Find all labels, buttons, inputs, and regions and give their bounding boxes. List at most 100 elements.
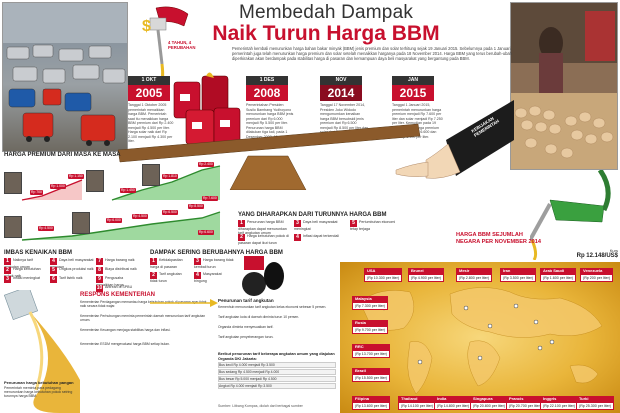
country-arab-saudi: Arab Saudi(Rp 1.600 per liter) xyxy=(540,268,576,282)
dampak-heading: DAMPAK SERING BERUBAHNYA HARGA BBM xyxy=(150,250,283,256)
respons-heading: RESPONS KEMENTERIAN xyxy=(80,292,156,298)
country-price: (Rp 25.300 per liter) xyxy=(576,402,614,410)
country-price: (Rp 200 per liter) xyxy=(580,274,613,282)
price-bubble: Rp 6.500 xyxy=(162,210,178,215)
respons-left: Kementerian Perdagangan memantau harga k… xyxy=(80,300,212,370)
num-badge: 7 xyxy=(96,258,103,265)
respons-item: Kementerian ESDM mengevaluasi harga BBM … xyxy=(80,342,170,346)
country-turki: Turki(Rp 25.300 per liter) xyxy=(576,396,614,410)
country-name: Rusia xyxy=(352,320,388,326)
timeline-text: Tanggal 1 Oktober 2005 pemerintah menaik… xyxy=(128,103,174,143)
country-price: (Rp 2.800 per liter) xyxy=(456,274,492,282)
oil-splash xyxy=(340,262,620,413)
dampak-item-text: Harga barang tidak kembali turun xyxy=(194,258,234,269)
num-badge: 2 xyxy=(238,234,245,241)
country-price: (Rp 22.100 per liter) xyxy=(540,402,578,410)
tarif-item: Tarif angkutan kota di daerah diminta tu… xyxy=(218,315,300,319)
price-bubble: Rp 1.150 xyxy=(68,174,84,179)
price-bubble: Rp 7.600 xyxy=(202,196,218,201)
expected-heading: YANG DIHARAPKAN DARI TURUNNYA HARGA BBM xyxy=(238,212,387,218)
market-photo xyxy=(510,2,618,170)
president-portrait-soeharto xyxy=(4,172,22,194)
oil-barrels-icon xyxy=(173,72,241,145)
country-price: (Rp 20.800 per liter) xyxy=(470,402,508,410)
timeline-year: 2015 xyxy=(392,85,434,101)
country-filipina: Filipina(Rp 13.600 per liter) xyxy=(352,396,390,410)
country-price: (Rp 15.500 per liter) xyxy=(352,374,390,382)
country-name: Filipina xyxy=(352,396,390,402)
kurs-label: Kurs xyxy=(609,248,618,253)
timeline-year: 2008 xyxy=(246,85,288,101)
bottom-item: Bus kecil Rp 4.000 menjadi Rp 3.500 xyxy=(218,362,336,369)
timeline-tab: NOV xyxy=(320,76,362,85)
country-prancis: Prancis(Rp 20.700 per liter) xyxy=(506,396,544,410)
president-portrait-habibie xyxy=(86,170,104,192)
country-price: (Rp 14.100 per liter) xyxy=(398,402,436,410)
num-badge: 3 xyxy=(4,276,11,283)
president-portrait-megawati xyxy=(4,216,22,238)
bottom-heading: Berikut penurunan tarif beberapa angkuta… xyxy=(218,352,335,361)
expected-item-text: Penurunan harga BBM diharapkan dapat men… xyxy=(238,220,287,236)
dollar-icon: $ xyxy=(142,18,151,35)
imbas-item-text: Antrean di SPBU xyxy=(105,285,133,289)
country-brunei: Brunei(Rp 4.900 per liter) xyxy=(408,268,444,282)
imbas-item-text: Inflasi meningkat xyxy=(13,276,40,280)
num-badge: 3 xyxy=(194,258,201,265)
dampak-item-text: Masyarakat bingung xyxy=(194,272,222,283)
dampak-item-text: Ketidakpastian harga di pasaran xyxy=(150,258,183,269)
country-name: Iran xyxy=(500,268,536,274)
country-name: Brazil xyxy=(352,368,390,374)
premium-history-chart: Rp 700 Rp 1.000 Rp 1.150 Rp 1.450 Rp 1.8… xyxy=(2,160,230,246)
expected-item-text: Harga kebutuhan pokok di pasaran dapat i… xyxy=(238,234,289,245)
timeline-tab: 1 OKT xyxy=(128,76,170,85)
oil-pour-illustration xyxy=(3,290,80,413)
source-note: Sumber: Litbang Kompas, diolah dari berb… xyxy=(218,404,303,408)
tarif-item: Organda diminta menyesuaikan tarif. xyxy=(218,325,274,329)
country-name: Singapura xyxy=(470,396,508,402)
world-prices-heading: HARGA BBM SEJUMLAH NEGARA PER NOVEMBER 2… xyxy=(456,232,541,245)
country-price: (Rp 1.600 per liter) xyxy=(540,274,576,282)
country-malaysia: Malaysia(Rp 7.300 per liter) xyxy=(352,296,388,310)
imbas-item-text: Pengusaha menaikkan harga xyxy=(96,276,124,287)
country-name: India xyxy=(434,396,472,402)
imbas-item-text: Tarif listrik naik xyxy=(59,276,83,280)
country-india: India(Rp 14.800 per liter) xyxy=(434,396,472,410)
price-bubble: Rp 6.000 xyxy=(106,218,122,223)
oil-drops-icon xyxy=(242,256,284,296)
title-top: Membedah Dampak xyxy=(238,2,414,23)
country-venezuela: Venezuela(Rp 200 per liter) xyxy=(580,268,613,282)
respons-item: Kementerian Keuangan menjaga stabilitas … xyxy=(80,328,171,332)
num-badge: 4 xyxy=(50,258,57,265)
num-badge: 9 xyxy=(96,276,103,283)
imbas-item-text: Daya beli masyarakat menurun xyxy=(50,258,94,269)
dampak-item-text: Tarif angkutan tidak turun xyxy=(150,272,182,283)
num-badge: 8 xyxy=(96,267,103,274)
num-badge: 2 xyxy=(150,272,157,279)
tahun-callout: 4 TAHUN, 4 PERUBAHAN xyxy=(168,40,196,50)
timeline-item-2005: 1 OKT 2005 Tanggal 1 Oktober 2005 pemeri… xyxy=(128,76,173,144)
country-name: Turki xyxy=(576,396,614,402)
kurs-box: Kurs Rp 12.148/US$ xyxy=(566,248,618,259)
world-map-illustration xyxy=(359,287,603,395)
timeline-tab: 1 DES xyxy=(246,76,288,85)
num-badge: 1 xyxy=(4,258,11,265)
country-name: Venezuela xyxy=(580,268,613,274)
pangan-heading: Penurunan harga kebutuhan pangan xyxy=(4,380,74,385)
government-hand-icon xyxy=(395,100,514,179)
market-illustration xyxy=(511,3,617,169)
country-name: RRC xyxy=(352,344,390,350)
num-badge: 4 xyxy=(194,272,201,279)
num-badge: 5 xyxy=(50,267,57,274)
price-bubble: Rp 1.450 xyxy=(120,188,136,193)
